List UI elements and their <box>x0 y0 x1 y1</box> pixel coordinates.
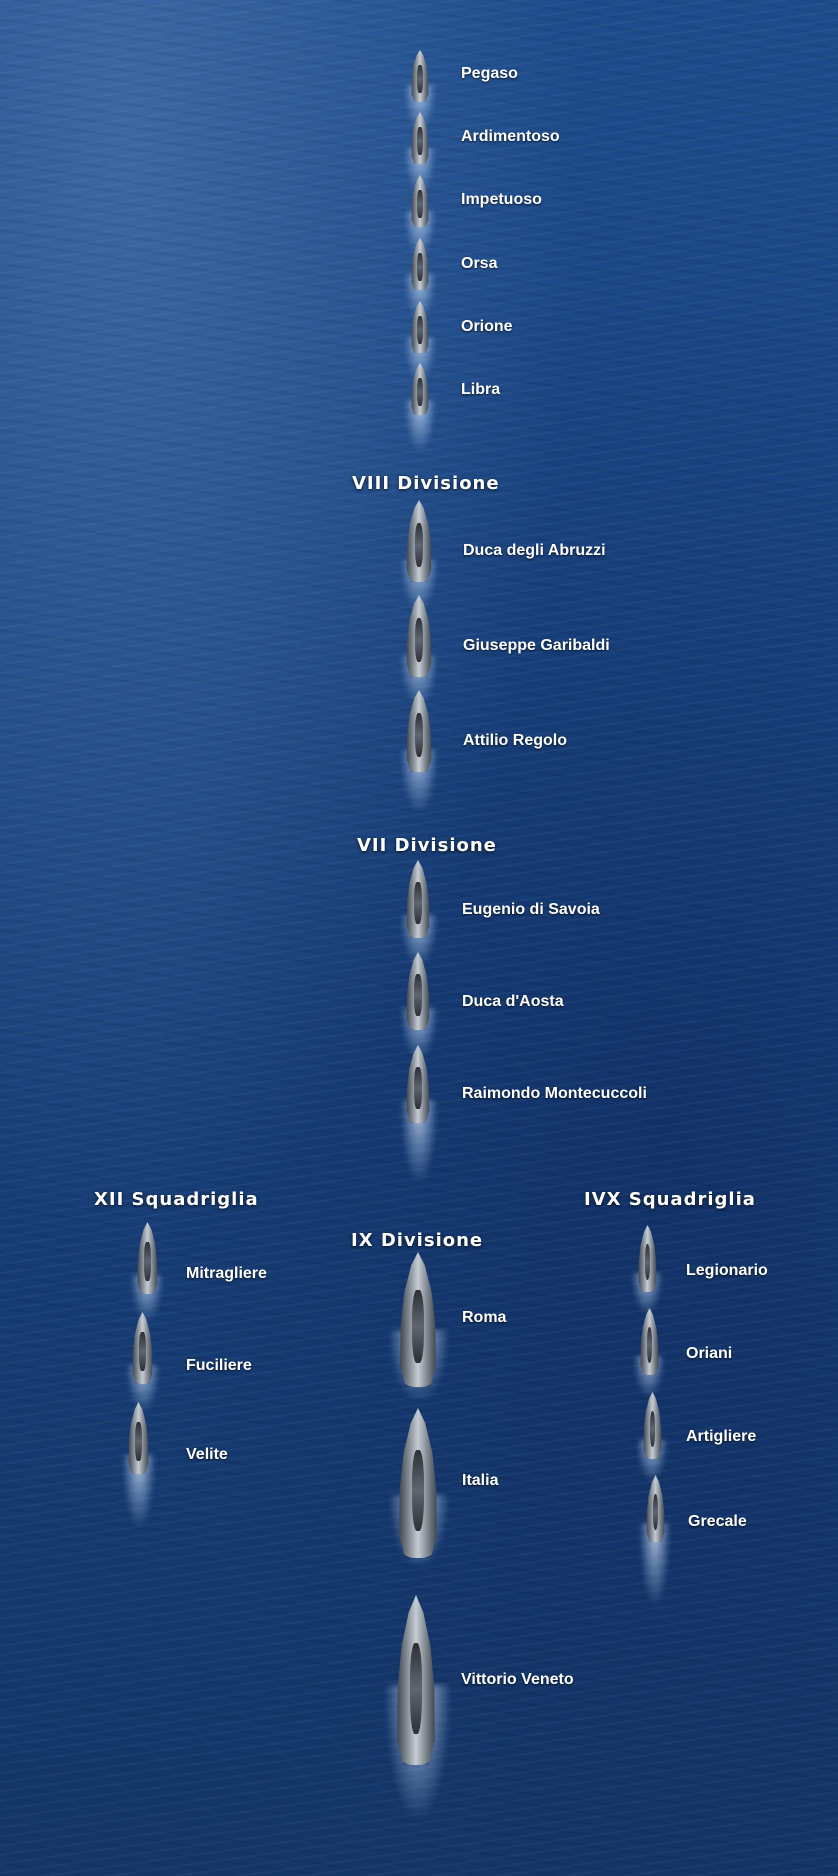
ship-mitragliere <box>137 1222 158 1294</box>
ship-label-grecale: Grecale <box>688 1513 747 1530</box>
ship-label-giuseppe-garibaldi: Giuseppe Garibaldi <box>463 637 610 654</box>
ship-label-duca-d-aosta: Duca d'Aosta <box>462 993 564 1010</box>
ship-legionario <box>638 1225 657 1292</box>
ship-label-orione: Orione <box>461 318 513 335</box>
ship-orione <box>411 301 429 353</box>
ship-impetuoso <box>411 175 429 227</box>
header-vii-divisione: VII Divisione <box>357 835 497 856</box>
ship-oriani <box>640 1308 659 1375</box>
ship-label-impetuoso: Impetuoso <box>461 191 542 208</box>
ship-label-eugenio-di-savoia: Eugenio di Savoia <box>462 901 600 918</box>
header-viii-divisione: VIII Divisione <box>352 473 500 494</box>
ship-label-velite: Velite <box>186 1446 228 1463</box>
ship-duca-degli-abruzzi <box>406 500 432 582</box>
ship-libra <box>411 363 429 415</box>
ship-label-ardimentoso: Ardimentoso <box>461 128 560 145</box>
ship-pegaso <box>411 50 429 102</box>
ship-label-mitragliere: Mitragliere <box>186 1265 267 1282</box>
ship-label-legionario: Legionario <box>686 1262 768 1279</box>
ship-label-italia: Italia <box>462 1472 499 1489</box>
ship-label-roma: Roma <box>462 1309 507 1326</box>
ship-label-pegaso: Pegaso <box>461 65 518 82</box>
ship-label-fuciliere: Fuciliere <box>186 1357 252 1374</box>
ship-label-orsa: Orsa <box>461 255 498 272</box>
ship-label-artigliere: Artigliere <box>686 1428 757 1445</box>
ship-label-libra: Libra <box>461 381 501 398</box>
ship-velite <box>128 1402 149 1474</box>
ship-duca-d-aosta <box>406 952 430 1030</box>
ship-fuciliere <box>132 1312 153 1384</box>
ship-attilio-regolo <box>406 690 432 772</box>
ship-label-oriani: Oriani <box>686 1345 733 1362</box>
ship-vittorio-veneto <box>397 1595 435 1765</box>
ship-roma <box>400 1252 436 1387</box>
ship-label-raimondo-montecuccoli: Raimondo Montecuccoli <box>462 1085 647 1102</box>
ship-ardimentoso <box>411 112 429 164</box>
ship-giuseppe-garibaldi <box>406 595 432 677</box>
ship-label-vittorio-veneto: Vittorio Veneto <box>461 1671 574 1688</box>
ship-grecale <box>646 1475 665 1542</box>
header-ivx-squadriglia: IVX Squadriglia <box>584 1189 756 1210</box>
header-ix-divisione: IX Divisione <box>351 1230 484 1251</box>
ship-raimondo-montecuccoli <box>406 1045 430 1123</box>
header-xii-squadriglia: XII Squadriglia <box>94 1189 259 1210</box>
ship-italia <box>399 1408 437 1558</box>
ship-orsa <box>411 238 429 290</box>
ship-label-duca-degli-abruzzi: Duca degli Abruzzi <box>463 542 606 559</box>
ship-artigliere <box>643 1392 662 1459</box>
ship-eugenio-di-savoia <box>406 860 430 938</box>
ship-label-attilio-regolo: Attilio Regolo <box>463 732 567 749</box>
